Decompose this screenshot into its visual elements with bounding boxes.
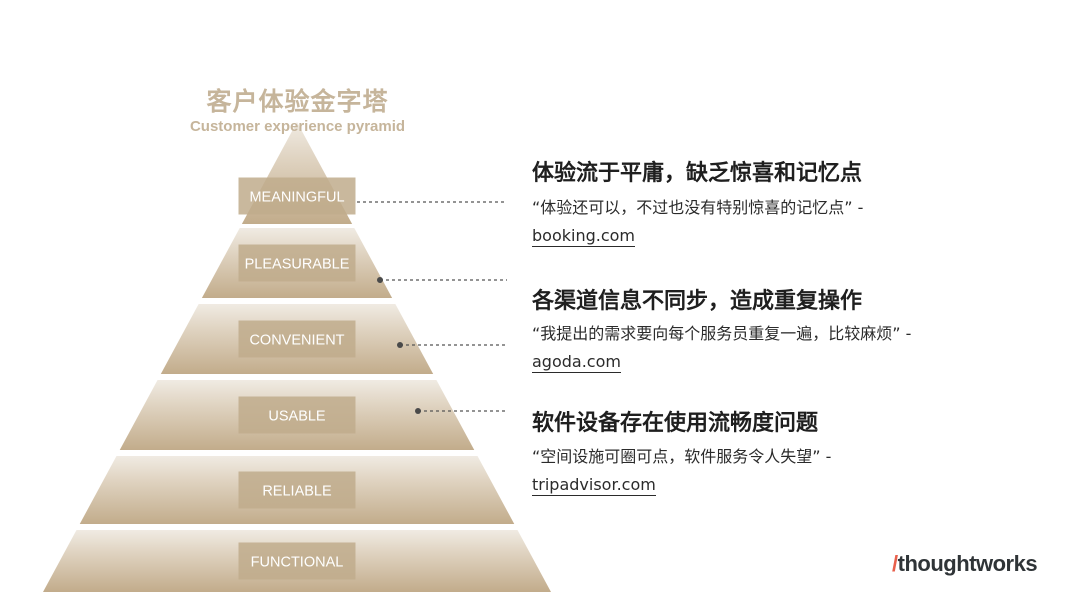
note-heading-3: 软件设备存在使用流畅度问题 bbox=[532, 411, 819, 436]
title-chinese: 客户体验金字塔 bbox=[206, 87, 389, 116]
tier-label-box-pleasurable bbox=[238, 244, 356, 282]
quote-text-1: “体验还可以，不过也没有特别惊喜的记忆点” - bbox=[532, 198, 864, 217]
note-quote-2: “我提出的需求要向每个服务员重复一遍，比较麻烦” - agoda.com bbox=[532, 320, 952, 376]
quote-text-3: “空间设施可圈可点，软件服务令人失望” - bbox=[532, 447, 832, 466]
connector-pleasurable-dot bbox=[377, 277, 383, 283]
note-quote-3: “空间设施可圈可点，软件服务令人失望” - tripadvisor.com bbox=[532, 443, 962, 499]
tier-label-box-usable bbox=[238, 396, 356, 434]
tier-label-usable: USABLE bbox=[268, 409, 326, 425]
source-link-agoda[interactable]: agoda.com bbox=[532, 352, 621, 373]
logo-text: thoughtworks bbox=[897, 551, 1038, 576]
tier-label-functional: FUNCTIONAL bbox=[251, 555, 344, 571]
tier-label-meaningful: MEANINGFUL bbox=[249, 190, 344, 206]
logo-slash: / bbox=[892, 551, 898, 576]
tier-label-box-functional bbox=[238, 542, 356, 580]
quote-text-2: “我提出的需求要向每个服务员重复一遍，比较麻烦” - bbox=[532, 324, 912, 343]
note-quote-1: “体验还可以，不过也没有特别惊喜的记忆点” - booking.com bbox=[532, 194, 962, 250]
connector-usable-dot bbox=[415, 408, 421, 414]
source-link-booking[interactable]: booking.com bbox=[532, 226, 635, 247]
tier-label-convenient: CONVENIENT bbox=[249, 333, 344, 349]
tier-label-box-meaningful bbox=[238, 177, 356, 215]
tier-labels: MEANINGFUL PLEASURABLE CONVENIENT USABLE REL… bbox=[238, 177, 356, 580]
connector-lines bbox=[357, 201, 507, 414]
tier-label-reliable: RELIABLE bbox=[262, 484, 332, 500]
thoughtworks-logo: /thoughtworks bbox=[892, 551, 1038, 577]
tier-label-box-convenient bbox=[238, 320, 356, 358]
tier-label-pleasurable: PLEASURABLE bbox=[245, 257, 350, 273]
note-heading-1: 体验流于平庸，缺乏惊喜和记忆点 bbox=[532, 161, 863, 186]
note-heading-2: 各渠道信息不同步，造成重复操作 bbox=[532, 289, 863, 314]
connector-convenient-dot bbox=[397, 342, 403, 348]
tier-label-box-reliable bbox=[238, 471, 356, 509]
title-english: Customer experience pyramid bbox=[189, 118, 406, 135]
source-link-tripadvisor[interactable]: tripadvisor.com bbox=[532, 475, 656, 496]
